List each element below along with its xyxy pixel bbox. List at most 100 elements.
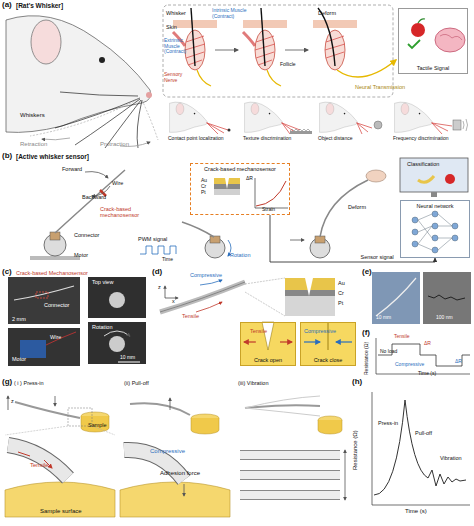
photographs-c-part xyxy=(14,286,74,300)
annotation-label: Adhesion force xyxy=(160,470,200,477)
annotation-label: x xyxy=(172,298,175,304)
sensor-inset-art-part xyxy=(225,178,229,189)
rat-head-part xyxy=(55,92,142,148)
whisker-sensor-middle-part xyxy=(140,246,176,254)
annotation-label: Deform xyxy=(348,204,366,210)
resistance-plot-h-part xyxy=(374,400,466,495)
photographs-c-part xyxy=(8,328,80,366)
annotation-label: Connector xyxy=(44,302,69,308)
task-rats-part-part xyxy=(207,123,228,134)
annotation-label: Au xyxy=(338,280,345,286)
neural-net-art-part xyxy=(452,235,458,241)
rat-head-part xyxy=(30,98,158,140)
bending-art-part xyxy=(196,302,222,312)
neural-net-art-part xyxy=(432,247,438,253)
follicle-stages-part xyxy=(325,36,345,58)
annotation-label: Motor xyxy=(12,356,26,362)
annotation-label: Classification xyxy=(407,161,439,167)
contact-modes-part xyxy=(184,484,185,496)
annotation-label: Compressive xyxy=(395,362,424,368)
bending-art-part xyxy=(280,341,292,342)
whisker-sensor-left-part xyxy=(30,256,80,260)
rat-head-part-part xyxy=(142,100,158,140)
connector-label: Sensor signal xyxy=(361,254,394,260)
photographs-c-part xyxy=(109,336,125,352)
annotation-label: 2 mm xyxy=(12,316,26,322)
neural-net-art-part xyxy=(432,235,438,241)
photographs-c-part xyxy=(109,292,125,308)
panel-label: [Rat's Whisker] xyxy=(16,2,63,9)
task-rats-part-part xyxy=(432,123,452,134)
follicle-stages-part xyxy=(337,60,396,77)
task-rats-part xyxy=(374,121,382,129)
labeled-box: Tactile Signal xyxy=(398,8,468,74)
bending-art-part xyxy=(304,341,320,342)
annotation-label: Resistance (Ω) xyxy=(364,342,370,375)
annotation-label: Crack-based mechanosensor xyxy=(100,206,148,218)
box-text: Crack-based mechanosensor xyxy=(204,166,276,172)
annotation-label: Tensile xyxy=(394,334,410,340)
annotation-label: Retraction xyxy=(20,141,47,148)
bending-art-part xyxy=(336,341,352,342)
annotation-label: Wire xyxy=(112,180,123,186)
computer-monitor-part xyxy=(418,176,434,182)
annotation-label: Top view xyxy=(92,279,113,285)
panel-label: [Active whisker sensor] xyxy=(16,153,89,160)
rat-head-part-part xyxy=(60,92,138,96)
contact-modes-part xyxy=(81,416,109,432)
sensor-inset-art-part xyxy=(256,181,286,206)
whisker-sensor-deform-part xyxy=(315,236,325,243)
annotation-label: Time (s) xyxy=(418,371,436,377)
annotation-label: Tensile xyxy=(30,462,49,469)
computer-monitor-part xyxy=(400,158,468,192)
annotation-label: Cr xyxy=(201,184,206,190)
sensor-inset-art xyxy=(214,178,288,208)
contact-modes-part xyxy=(240,455,340,495)
bending-art-part xyxy=(160,282,245,312)
panel-label: (d) xyxy=(152,268,162,277)
annotation-label: Connector xyxy=(74,232,99,238)
brain-apple-part xyxy=(411,23,425,37)
photographs-e-part xyxy=(423,272,471,324)
contact-modes-part xyxy=(130,403,190,415)
bending-art-part xyxy=(240,322,296,366)
computer-monitor xyxy=(400,158,468,197)
whisker-sensor-left-part xyxy=(50,232,60,240)
rat-head-part-part xyxy=(30,98,140,136)
annotation-label: Follicle xyxy=(280,62,296,68)
task-rats-part xyxy=(395,102,433,132)
brain-apple-part xyxy=(408,40,420,48)
photographs-c-part xyxy=(118,362,140,363)
bending-art-part xyxy=(262,322,274,350)
follicle-stages-part xyxy=(243,8,287,86)
contact-modes-part xyxy=(170,398,171,410)
task-rats-part xyxy=(320,102,358,132)
panel-label: (a) xyxy=(2,1,12,10)
resistance-plot-h xyxy=(372,392,470,505)
whisker-sensor-left-part xyxy=(55,170,125,233)
panel-label: (f) xyxy=(362,329,370,338)
annotation-label: No load xyxy=(380,349,397,355)
bending-art-part xyxy=(328,322,329,350)
neural-net-art-part xyxy=(432,223,438,229)
brain-apple-part xyxy=(435,28,465,52)
photographs-c-part xyxy=(104,331,130,336)
annotation-label: PWM signal xyxy=(138,236,167,242)
task-rats-part-part xyxy=(357,123,372,134)
task-rats-part xyxy=(170,102,208,132)
whisker-sensor-left-part xyxy=(85,172,108,178)
annotation-label: Motor xyxy=(74,252,88,258)
annotation-label: Crack-based Mechanosensor xyxy=(16,270,88,276)
panel-label: (b) xyxy=(2,152,12,161)
bending-art-part xyxy=(300,322,356,366)
panel-label: (e) xyxy=(362,268,372,277)
connector-arrow xyxy=(270,215,435,262)
bending-art-part xyxy=(165,286,166,298)
whisker-sensor-deform-part xyxy=(366,170,386,182)
annotation-label: Whiskers xyxy=(20,112,45,119)
annotation-label: ΔR xyxy=(455,359,462,365)
whisker-sensor-deform-part xyxy=(290,240,304,241)
contact-modes-part xyxy=(8,396,9,410)
